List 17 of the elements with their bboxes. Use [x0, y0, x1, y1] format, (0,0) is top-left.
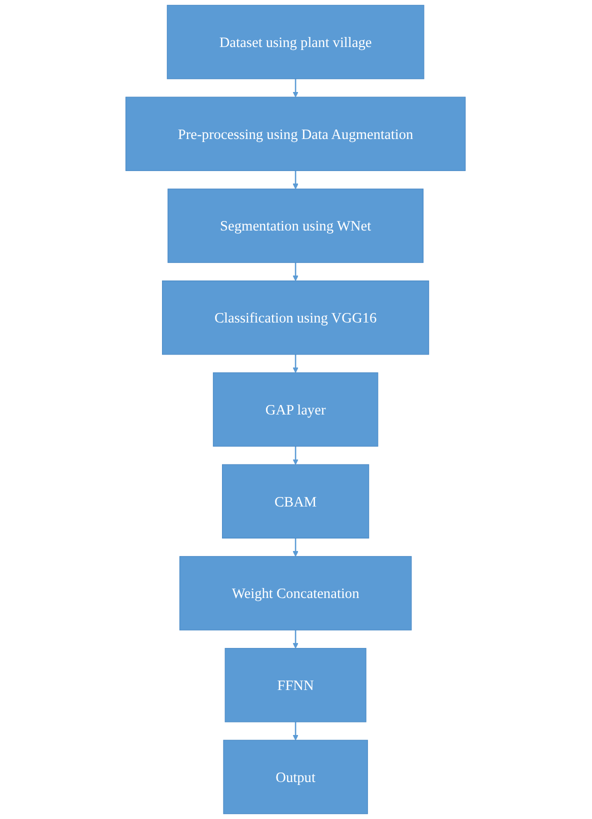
arrow — [293, 262, 299, 282]
arrow — [293, 538, 299, 557]
node-box: Weight Concatenation — [180, 556, 412, 630]
node-box: FFNN — [225, 648, 367, 722]
arrow — [293, 630, 299, 649]
arrow — [293, 170, 299, 190]
node-box: Dataset using plant village — [167, 4, 425, 80]
arrow — [293, 354, 299, 373]
node-box: Segmentation using WNet — [168, 188, 424, 263]
arrow — [293, 78, 299, 98]
node-box: CBAM — [222, 464, 370, 538]
node-box: Output — [224, 740, 368, 814]
arrow — [293, 722, 299, 740]
arrow — [293, 446, 299, 465]
node-box: Classification using VGG16 — [162, 280, 430, 355]
node-box: GAP layer — [213, 372, 379, 447]
node-box: Pre-processing using Data Augmentation — [126, 96, 466, 172]
